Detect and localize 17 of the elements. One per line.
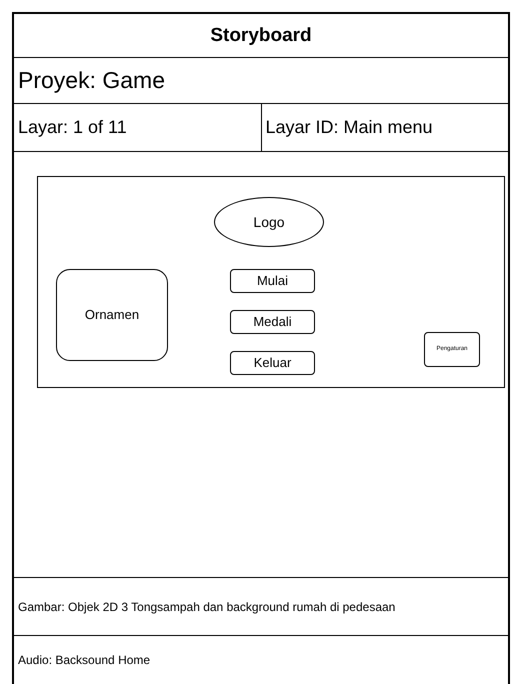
- ornament-box: [56, 269, 168, 361]
- settings-button: [424, 332, 480, 367]
- image-note: Gambar: Objek 2D 3 Tongsampah dan background rumah di pedesaan: [17, 600, 396, 614]
- menu-button: [230, 269, 315, 293]
- screen-id: Layar ID: Main menu: [264, 117, 433, 138]
- screen-number: Layar: 1 of 11: [17, 117, 127, 138]
- menu-button: [230, 310, 315, 334]
- title: Storyboard: [210, 24, 312, 46]
- node-label: Ornamen: [84, 308, 140, 322]
- screen-frame: [37, 176, 505, 388]
- node-label: Mulai: [256, 274, 288, 288]
- audio-note: Audio: Backsound Home: [17, 653, 150, 667]
- project-label: Proyek: Game: [17, 67, 165, 94]
- menu-button: [230, 351, 315, 375]
- node-label: Logo: [253, 214, 285, 230]
- node-label: Keluar: [254, 356, 292, 370]
- node-label: Medali: [253, 314, 292, 330]
